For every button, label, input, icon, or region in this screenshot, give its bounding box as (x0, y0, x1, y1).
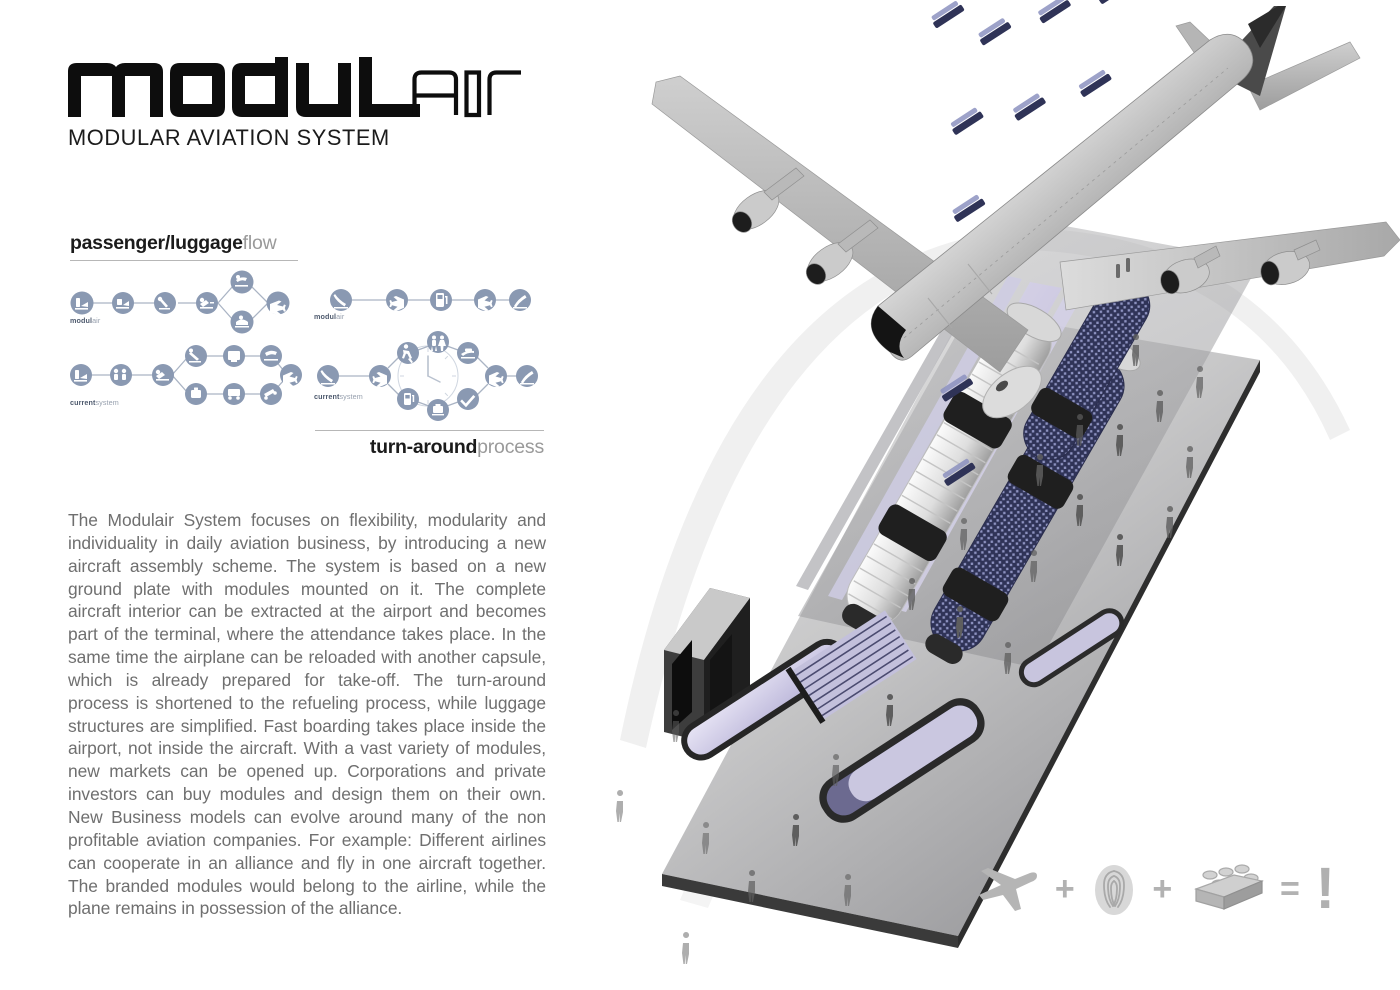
capsule-nose (982, 365, 1042, 419)
diagram-turnaround-current-system: currentsystem (314, 331, 538, 421)
concept-equation-strip: + + (975, 858, 1335, 920)
label-light: system (95, 398, 119, 407)
diagram-label-modulair-flow: modulair (70, 316, 100, 325)
turnaround-node-landing (330, 289, 352, 311)
divider-rule-flow (70, 260, 298, 261)
flow-node-baggage-drop (112, 292, 134, 314)
lego-brick-icon (1194, 864, 1265, 910)
ts-node-landing (317, 365, 339, 387)
section-heading-passenger-luggage-flow: passenger/luggageflow (70, 232, 277, 255)
ts-node-final-check (457, 388, 479, 410)
airplane-icon (979, 868, 1037, 911)
equation-operator-plus-1: + (1054, 870, 1075, 908)
equation-operator-equals: = (1279, 870, 1300, 908)
description-paragraph: The Modulair System focuses on flexibili… (68, 510, 546, 919)
brand-logo-block: MODULAR AVIATION SYSTEM (68, 57, 523, 151)
people-figures (616, 334, 1204, 964)
label-bold: modul (314, 312, 337, 321)
ground-shadow-arc (620, 228, 1350, 748)
diagram-label-current-system-flow: currentsystem (70, 398, 119, 407)
diagram-flow-modulair: modulair (70, 270, 290, 334)
fingerprint-icon (1094, 865, 1133, 915)
current-node-jet-bridge (260, 345, 282, 367)
current-node-passengers (110, 364, 132, 386)
ts-node-restroom-cleaning (427, 331, 449, 353)
vertical-circulation (664, 588, 1125, 823)
equation-result-item: ! (1315, 856, 1335, 922)
section-heading-turn-around-process: turn-aroundprocess (300, 436, 544, 459)
label-light: system (339, 392, 363, 401)
render-svg (616, 0, 1400, 964)
terminal-3d-render (560, 0, 1400, 990)
diagram-flow-current-system: currentsystem (70, 344, 302, 407)
modulair-wordmark-logo (68, 57, 521, 118)
label-bold: current (314, 392, 340, 401)
label-bold: current (70, 398, 96, 407)
heading-bold-text: passenger/luggage (70, 232, 243, 254)
diagram-label-current-system-turnaround: currentsystem (314, 392, 363, 401)
equation-lego-item (1188, 863, 1265, 915)
heading-light-text: flow (242, 232, 277, 254)
label-bold: modul (70, 316, 93, 325)
label-light: air (92, 316, 101, 325)
equation-fingerprint-item (1091, 861, 1137, 917)
divider-rule-turnaround (315, 430, 544, 431)
flow-node-capsule-boarding (230, 270, 254, 294)
exclamation-mark-icon: ! (1315, 856, 1335, 922)
current-node-check-in (70, 364, 92, 386)
diagram-label-modulair-turnaround: modulair (314, 312, 344, 321)
left-content-column: MODULAR AVIATION SYSTEM passenger/luggag… (0, 0, 600, 990)
logo-subtitle: MODULAR AVIATION SYSTEM (68, 125, 390, 150)
equation-operator-plus-2: + (1152, 870, 1173, 908)
diagram-turnaround-modulair: modulair (314, 280, 531, 321)
heading-bold-text: turn-around (369, 436, 478, 458)
label-light: air (336, 312, 345, 321)
equation-airplane-item (975, 865, 1039, 913)
current-node-security-check (185, 345, 207, 367)
heading-light-text: process (477, 436, 544, 458)
flow-node-check-in (70, 291, 94, 315)
seating-clusters (931, 0, 1130, 486)
aircraft-model (651, 6, 1400, 373)
